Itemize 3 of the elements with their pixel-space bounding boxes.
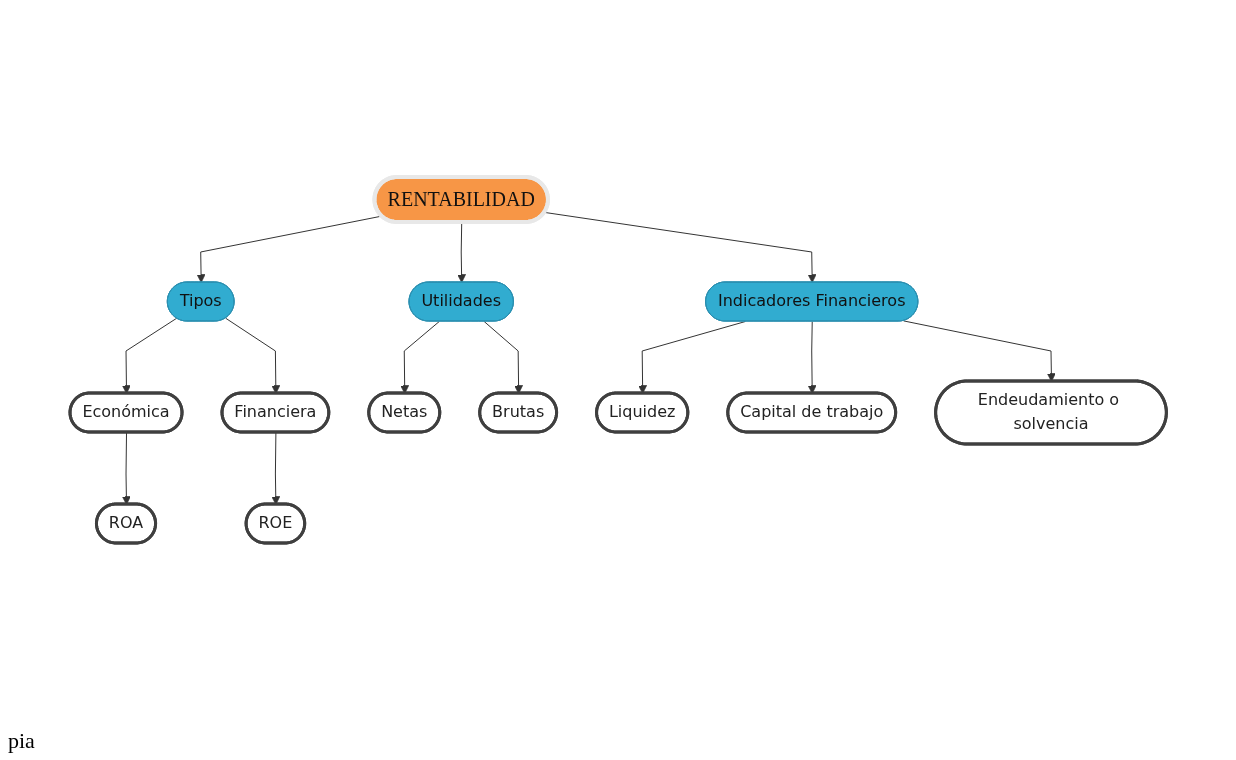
- arrow: [457, 222, 466, 283]
- arrow: [544, 211, 817, 283]
- note-text: pia: [8, 728, 35, 753]
